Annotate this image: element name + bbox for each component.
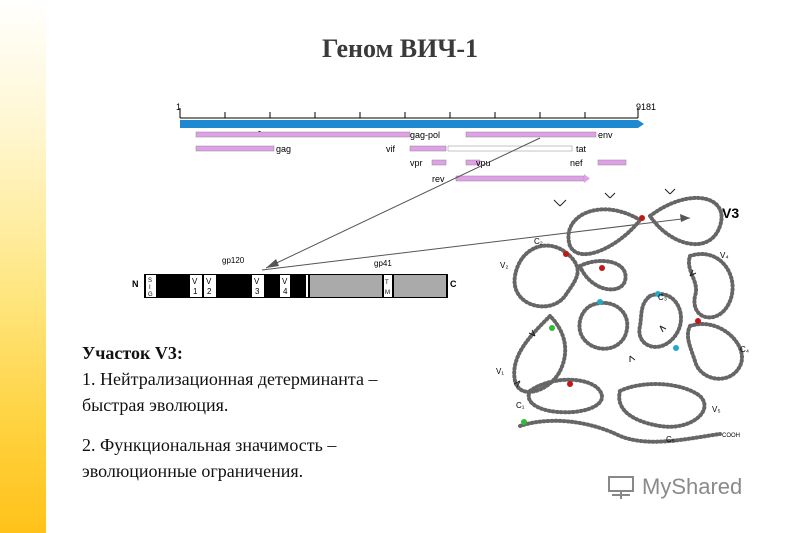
v3-label: V3 [722,205,739,221]
text-line-3: 2. Функциональная значимость – [82,435,337,455]
seg-sig-mid: I [149,285,151,291]
description-text: Участок V3: 1. Нейтрализационная детерми… [82,340,502,484]
presentation-icon [608,476,634,499]
gene-label-vif: vif [386,144,395,154]
genome-map: 1 9181 - gag-pol env gag vif tat vpr vpu… [176,102,656,184]
seg-sig-top: S [148,278,152,284]
genome-bar [180,120,638,128]
loop-label-c3: C₃ [658,293,667,302]
seg-v3-bottom: 3 [255,287,260,296]
genome-end-label: 9181 [636,102,656,112]
c-terminus-label: C [450,279,457,289]
loop-label-v2: V₂ [500,261,508,270]
genome-start-label: 1 [176,102,181,112]
gene-label-vpu: vpu [476,158,491,168]
gene-label-nef: nef [570,158,583,168]
env-protein-diagram: gp120 gp41 N C S I G V 1 V 2 V 3 V 4 T M [132,256,457,298]
text-line-4: эволюционные ограничения. [82,461,304,481]
page-title: Геном ВИЧ-1 [321,34,479,63]
seg-v4-top: V [282,277,288,286]
loop-label-c2: C₂ [534,237,543,246]
text-line-2: быстрая эволюция. [82,395,229,415]
gene-label-tat: tat [576,144,587,154]
gp120-structure-diagram: V3 C₂ V₂ C₃ V₄ C₄ V₁ C₁ V₅ C₅ COOH [496,188,749,444]
gp41-label: gp41 [374,259,392,268]
gene-label-dash: - [258,126,261,136]
loop-label-c1: C₁ [516,401,525,410]
loop-label-v5: V₅ [712,405,721,414]
seg-v3-top: V [254,277,260,286]
loop-label-c5: C₅ [666,435,675,444]
watermark: MyShared [606,470,786,504]
seg-v4-bottom: 4 [283,287,288,296]
seg-tm-top: T [385,280,389,286]
seg-v2-top: V [206,277,212,286]
gene-label-gag: gag [276,144,291,154]
watermark-text: MyShared [642,474,743,499]
v3-heading: Участок V3: [82,343,183,363]
gp120-label: gp120 [222,256,245,265]
loop-label-c4: C₄ [740,345,749,354]
seg-v1-bottom: 1 [193,287,198,296]
text-line-1: 1. Нейтрализационная детерминанта – [82,369,378,389]
seg-tm-bottom: M [385,290,390,296]
seg-v2-bottom: 2 [207,287,212,296]
loop-label-v4: V₄ [720,251,729,260]
seg-v1-top: V [192,277,198,286]
gene-label-env: env [598,130,613,140]
n-terminus-label: N [132,279,139,289]
sidebar-gradient [0,0,46,533]
gene-label-gag-pol: gag-pol [410,130,440,140]
seg-sig-bottom: G [148,292,153,298]
gene-label-rev: rev [432,174,445,184]
gene-label-vpr: vpr [410,158,423,168]
loop-label-v1: V₁ [496,367,504,376]
loop-label-cooh: COOH [722,433,740,439]
